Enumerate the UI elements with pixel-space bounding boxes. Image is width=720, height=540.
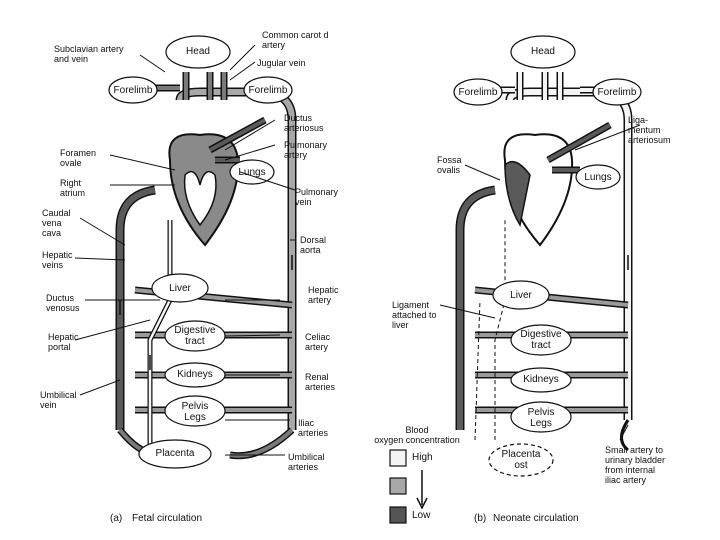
legend-low-label: Low bbox=[412, 510, 431, 521]
neonate-forelimb-left-label: Forelimb bbox=[458, 87, 498, 98]
fetal-head-organ bbox=[165, 35, 231, 69]
label-pulmonary-artery: Pulmonary artery bbox=[284, 140, 328, 160]
fetal-caption-letter: (a) bbox=[110, 513, 123, 524]
label-pulmonary-vein: Pulmonary vein bbox=[295, 187, 339, 207]
legend-title: Blood oxygen concentration bbox=[374, 425, 460, 445]
fetal-circulation-diagram bbox=[74, 35, 297, 469]
neonate-forelimb-left-organ bbox=[453, 78, 503, 106]
label-hepatic-portal: Hepatic portal bbox=[48, 332, 79, 352]
neonate-digestive-label: Digestive tract bbox=[520, 329, 562, 351]
neonate-forelimb-right-label: Forelimb bbox=[597, 87, 637, 98]
label-ductus-arteriosus: Ductus arteriosus bbox=[284, 113, 324, 133]
label-small-artery: Small artery to urinary bladder from int… bbox=[605, 445, 666, 485]
legend-arrow-icon bbox=[416, 470, 428, 510]
legend-high-label: High bbox=[412, 452, 433, 463]
neonate-digestive-organ bbox=[510, 324, 572, 356]
fetal-head-label: Head bbox=[186, 46, 210, 57]
fetal-lungs-organ bbox=[229, 159, 275, 185]
neonate-placenta-organ bbox=[488, 443, 554, 477]
neonate-kidneys-label: Kidneys bbox=[523, 374, 559, 385]
label-umbilical-vein: Umbilical vein bbox=[40, 390, 77, 410]
label-celiac-artery: Celiac artery bbox=[305, 332, 331, 352]
fetal-liver-organ bbox=[151, 273, 209, 303]
label-umbilical-arteries: Umbilical arteries bbox=[288, 452, 325, 472]
label-subclavian: Subclavian artery and vein bbox=[54, 44, 124, 64]
legend-swatch-high bbox=[389, 449, 407, 467]
neonate-head-organ bbox=[510, 35, 576, 69]
neonate-placenta-label: Placenta ost bbox=[501, 449, 541, 471]
label-ligament-liver: Ligament attached to liver bbox=[392, 300, 437, 330]
fetal-pelvis-label: Pelvis Legs bbox=[181, 401, 209, 423]
label-fossa-ovalis: Fossa ovalis bbox=[437, 155, 462, 175]
label-dorsal-aorta: Dorsal aorta bbox=[300, 235, 327, 255]
label-ductus-venosus: Ductus venosus bbox=[46, 293, 80, 313]
label-renal-arteries: Renal arteries bbox=[305, 372, 336, 392]
label-iliac-arteries: Iliac arteries bbox=[298, 418, 329, 438]
neonate-caption-letter: (b) bbox=[474, 513, 487, 524]
legend-swatch-medium bbox=[389, 477, 407, 495]
fetal-forelimb-right-organ bbox=[243, 76, 293, 104]
neonate-caudal-vena-cava-vessel bbox=[455, 185, 496, 430]
neonate-circulation-diagram bbox=[439, 35, 642, 477]
fetal-digestive-label: Digestive tract bbox=[174, 325, 216, 347]
legend-swatch-low bbox=[389, 506, 407, 524]
neonate-liver-label: Liver bbox=[510, 290, 532, 301]
label-foramen-ovale: Foramen ovale bbox=[60, 148, 97, 168]
fetal-placenta-label: Placenta bbox=[155, 448, 195, 459]
neonate-pelvis-organ bbox=[510, 401, 572, 433]
neonate-lungs-organ bbox=[575, 164, 621, 190]
fetal-liver-label: Liver bbox=[169, 283, 191, 294]
label-hepatic-veins: Hepatic veins bbox=[42, 250, 73, 270]
label-ligamentum-arteriosum: Liga- mentum arteriosum bbox=[628, 115, 671, 145]
fetal-kidneys-label: Kidneys bbox=[177, 369, 213, 380]
label-right-atrium: Right atrium bbox=[60, 178, 86, 198]
neonate-forelimb-right-organ bbox=[592, 78, 642, 106]
fetal-forelimb-left-label: Forelimb bbox=[113, 85, 153, 96]
fetal-forelimb-left-organ bbox=[108, 76, 158, 104]
label-carotid: Common carot d artery bbox=[262, 30, 329, 50]
label-hepatic-artery: Hepatic artery bbox=[308, 285, 339, 305]
neonate-liver-organ bbox=[492, 280, 550, 310]
neonate-head-label: Head bbox=[531, 46, 555, 57]
neonate-kidneys-organ bbox=[510, 367, 572, 393]
neonate-pelvis-label: Pelvis Legs bbox=[527, 407, 555, 429]
neonate-caption: Neonate circulation bbox=[493, 513, 579, 524]
neonate-lungs-label: Lungs bbox=[584, 172, 612, 183]
fetal-placenta-organ bbox=[138, 439, 212, 469]
fetal-pelvis-organ bbox=[164, 395, 226, 427]
fetal-caption: Fetal circulation bbox=[132, 513, 203, 524]
oxygen-legend bbox=[389, 449, 428, 524]
label-jugular: Jugular vein bbox=[257, 58, 306, 68]
label-caudal-vena-cava: Caudal vena cava bbox=[42, 208, 71, 238]
fetal-lungs-label: Lungs bbox=[238, 167, 266, 178]
fetal-forelimb-right-label: Forelimb bbox=[248, 85, 288, 96]
